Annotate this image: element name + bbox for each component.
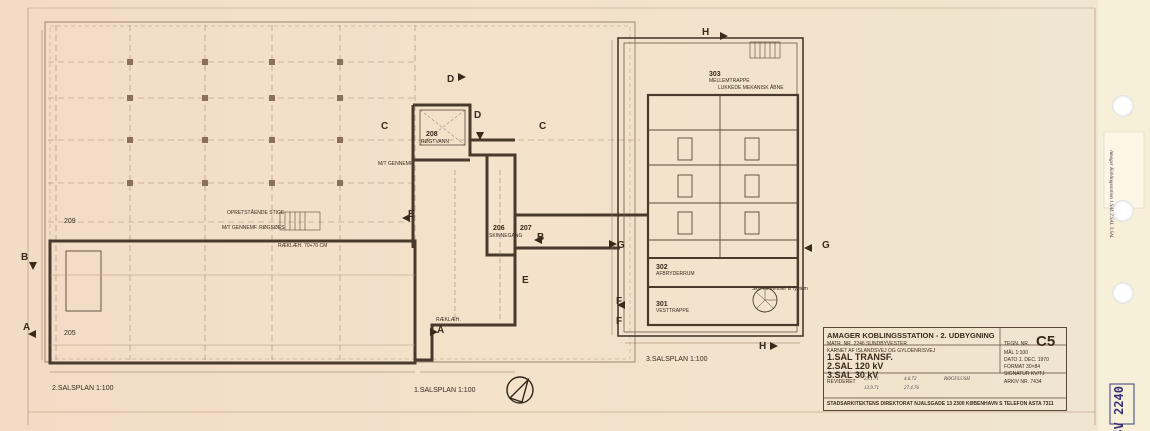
section-mark: G bbox=[617, 240, 625, 251]
archive-stamp: SV 2240 bbox=[1112, 386, 1126, 431]
revision-label: REVIDERET bbox=[827, 379, 856, 385]
plan-note: RÆKLÆH. bbox=[436, 317, 461, 323]
section-mark: D bbox=[474, 110, 482, 121]
plan-caption: 1.SALSPLAN 1:100 bbox=[414, 387, 476, 394]
section-mark: G bbox=[822, 240, 830, 251]
room-name: MELLEMTRAPPE bbox=[709, 78, 750, 84]
punch-hole bbox=[1112, 282, 1134, 304]
room-number: 302 bbox=[656, 264, 668, 271]
room-number: 206 bbox=[493, 225, 505, 232]
handwritten-note: Amager Koblingsstation 1.SAL 2.SAL 3.SAL bbox=[1108, 150, 1113, 239]
section-mark: C bbox=[381, 121, 389, 132]
scale-field: MÅL 1:100 bbox=[1004, 350, 1028, 356]
punch-hole bbox=[1112, 95, 1134, 117]
plan-note: M/T GENNEMF. RØGSØES bbox=[222, 225, 285, 231]
office-line: STADSARKITEKTENS DIREKTORAT NJALSGADE 13… bbox=[827, 401, 1054, 407]
title-block: AMAGER KOBLINGSSTATION - 2. UDBYGNING MA… bbox=[823, 327, 1067, 411]
archive-field: ARKIV NR. 7434 bbox=[1004, 379, 1042, 385]
room-name: RØGTVANN bbox=[421, 139, 449, 145]
room-name: SKINNEGANG bbox=[489, 233, 523, 239]
room-name: VESTTRAPPE bbox=[656, 308, 690, 314]
plan-note: Skyl for ventiler til rygtem bbox=[752, 286, 808, 292]
section-mark: H bbox=[759, 341, 767, 352]
matrikel: MATR. NR. 2246 SUNDBYVESTER bbox=[827, 341, 907, 347]
section-mark: E bbox=[522, 275, 529, 286]
format-field: FORMAT 30×84 bbox=[1004, 364, 1041, 370]
plan-note: RÆKLÆH. 70+70 CM bbox=[278, 243, 328, 249]
room-note: LUKKEDE MEKANISK ÅBNE bbox=[718, 85, 784, 91]
signature-field: SIGNATUR KV/TJ bbox=[1004, 371, 1045, 377]
drawing-no-label: TEGN. NR. bbox=[1004, 341, 1030, 347]
revision-entry: 25.1.71 bbox=[864, 377, 879, 382]
room-number: 303 bbox=[709, 71, 721, 78]
level-line: 2.SAL 120 kV bbox=[827, 361, 884, 371]
section-mark: B bbox=[537, 232, 545, 243]
section-mark: E bbox=[408, 209, 415, 220]
project-title: AMAGER KOBLINGSSTATION - 2. UDBYGNING bbox=[827, 331, 995, 340]
room-number: 209 bbox=[64, 218, 76, 225]
room-number: 207 bbox=[520, 225, 532, 232]
level-line: 1.SAL TRANSF. bbox=[827, 352, 893, 362]
level-line: 3.SAL 30 kV bbox=[827, 370, 879, 380]
section-mark: A bbox=[23, 322, 31, 333]
location: KARNET AF ISLANDSVEJ OG GYLDENRISVEJ bbox=[827, 348, 936, 354]
room-number: 205 bbox=[64, 330, 76, 337]
plan-note: M/T GENNEMF. bbox=[378, 161, 414, 167]
section-mark: A bbox=[437, 325, 445, 336]
section-mark: D bbox=[447, 74, 455, 85]
section-mark: C bbox=[539, 121, 547, 132]
room-name: AFBRYDERRUM bbox=[656, 271, 695, 277]
room-number: 301 bbox=[656, 301, 668, 308]
room-number: 208 bbox=[426, 131, 438, 138]
section-mark: F bbox=[616, 296, 623, 307]
revision-entry: 13.9.71 bbox=[864, 386, 879, 391]
date-field: DATO 1. DEC. 1970 bbox=[1004, 357, 1049, 363]
drawing-number: C5 bbox=[1036, 333, 1056, 350]
plan-note: OPRETSTÅENDE STIGE bbox=[227, 210, 285, 216]
revision-entry: 4.6.72 bbox=[904, 377, 917, 382]
section-mark: B bbox=[21, 252, 29, 263]
section-mark: H bbox=[702, 27, 710, 38]
section-mark: F bbox=[616, 316, 623, 327]
revision-entry: 27.4.76 bbox=[904, 386, 919, 391]
plan-caption: 3.SALSPLAN 1:100 bbox=[646, 356, 708, 363]
punch-hole bbox=[1112, 200, 1134, 222]
plan-caption: 2.SALSPLAN 1:100 bbox=[52, 385, 114, 392]
revision-entry: RØGFLUSH bbox=[944, 377, 970, 382]
